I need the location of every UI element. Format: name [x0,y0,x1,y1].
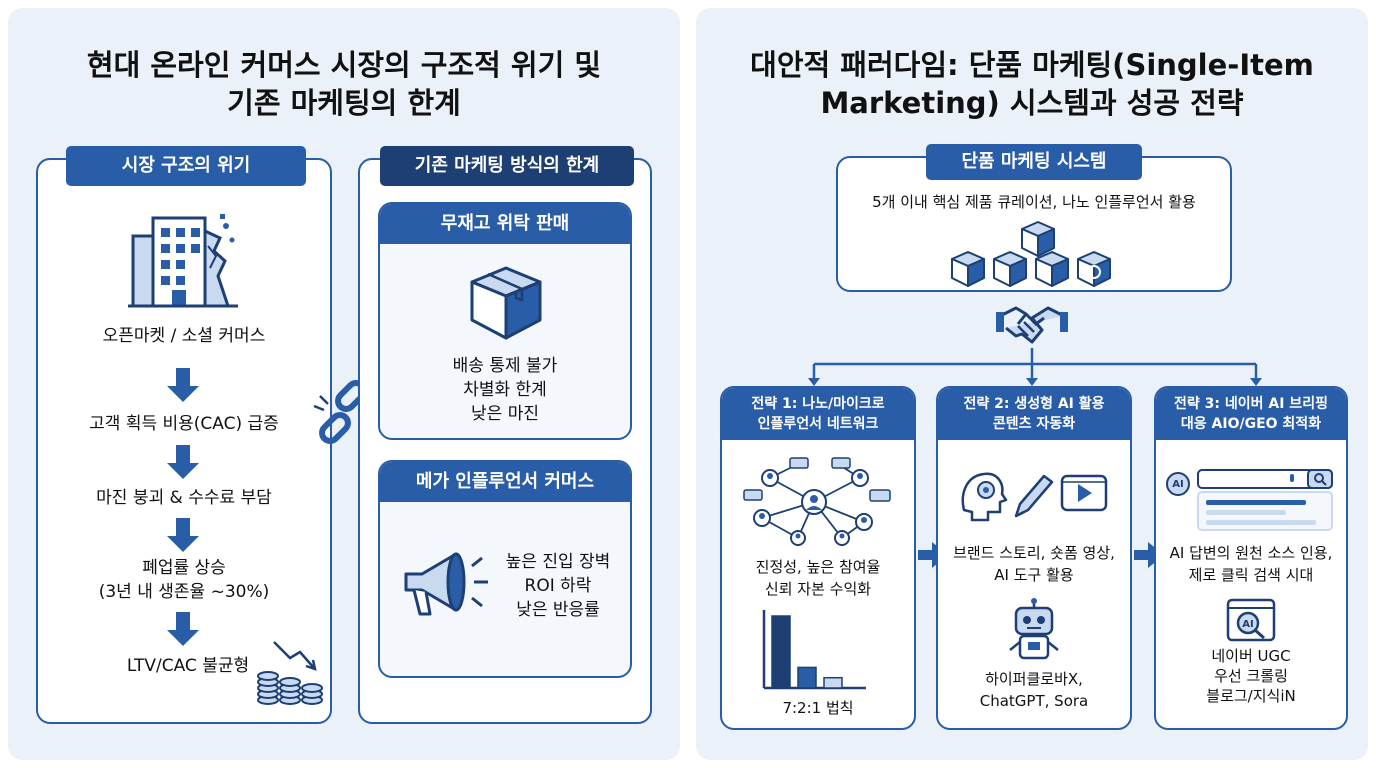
right-title-line-1: 대안적 패러다임: 단품 마케팅(Single-Item [750,48,1314,82]
crisis-step-open-market: 오픈마켓 / 소셜 커머스 [102,326,266,346]
ai-lens-icon: AI [1226,598,1276,642]
right-panel: 대안적 패러다임: 단품 마케팅(Single-Item Marketing) … [696,8,1368,760]
curated-products-icon [951,221,1111,287]
strategy-3-header: 전략 3: 네이버 AI 브리핑 대응 AIO/GEO 최적화 [1156,388,1346,440]
strategy-2-tools-line: 하이퍼클로바X, [985,670,1083,688]
strategy-3-ugc-line: 블로그/지식iN [1206,687,1296,705]
strategy-1-header-line: 전략 1: 나노/마이크로 [751,396,885,412]
handshake-icon [996,306,1068,344]
mega-influencer-line: ROI 하락 [524,576,592,596]
influencer-network-icon [743,457,891,546]
strategy-2-header-line: 전략 2: 생성형 AI 활용 [963,396,1105,412]
marketing-limits-header: 기존 마케팅 방식의 한계 [380,146,634,186]
ai-lens-label: AI [1242,619,1253,630]
strategy-2-text-line: AI 도구 활용 [994,566,1074,584]
system-header: 단품 마케팅 시스템 [926,144,1142,180]
robot-icon [1009,598,1059,660]
left-title: 현대 온라인 커머스 시장의 구조적 위기 및 기존 마케팅의 한계 [8,46,680,122]
strategy-1-box: 전략 1: 나노/마이크로 인플루언서 네트워크 진정성, 높은 참여율 신뢰 … [720,386,916,730]
consignment-box: 무재고 위탁 판매 배송 통제 불가 차별화 한계 낮은 마진 [378,202,632,440]
strategy-1-header: 전략 1: 나노/마이크로 인플루언서 네트워크 [722,388,914,440]
strategy-3-ugc-line: 네이버 UGC [1211,647,1291,665]
strategy-1-text-line: 진정성, 높은 참여율 [755,558,881,576]
consignment-line: 낮은 마진 [471,404,539,424]
strategy-1-text1: 진정성, 높은 참여율 신뢰 자본 수익화 [722,556,914,600]
strategy-3-text-line: AI 답변의 원천 소스 인용, [1169,544,1333,562]
right-title-line-2: Marketing) 시스템과 성공 전략 [820,86,1244,120]
strategy-2-header-line: 콘텐츠 자동화 [992,416,1076,432]
mega-influencer-header: 메가 인플루언서 커머스 [380,462,630,502]
ai-search-result-icon [1197,469,1333,531]
consignment-line: 차별화 한계 [463,380,547,400]
crisis-step-margin: 마진 붕괴 & 수수료 부담 [96,488,272,508]
mega-influencer-line: 낮은 반응률 [516,600,600,620]
right-arrow-icon [1134,542,1164,568]
strategy-2-text-line: 브랜드 스토리, 숏폼 영상, [953,544,1115,562]
crisis-step-ltv: LTV/CAC 불균형 [126,656,250,676]
system-box: 단품 마케팅 시스템 5개 이내 핵심 제품 큐레이션, 나노 인플루언서 활용 [836,144,1232,292]
market-crisis-box: 시장 구조의 위기 오픈마켓 / 소셜 커머스 고객 획득 비용(CAC) 급증… [36,146,332,724]
connector-lines [808,348,1262,386]
right-arrow-icon [918,542,948,568]
strategy-1-rule-label: 7:2:1 법칙 [782,699,854,717]
consignment-header: 무재고 위탁 판매 [380,204,630,244]
strategy-3-text2: 네이버 UGC 우선 크롤링 블로그/지식iN [1156,646,1346,706]
strategy-2-box: 전략 2: 생성형 AI 활용 콘텐츠 자동화 브랜드 스토리, 숏폼 영상, … [936,386,1132,730]
marketing-limits-box: 기존 마케팅 방식의 한계 무재고 위탁 판매 배송 통제 불가 차별화 한계 … [358,146,652,724]
down-arrow-icon [167,518,199,552]
mega-influencer-box: 메가 인플루언서 커머스 높은 진입 장벽 ROI 하락 낮은 반응률 [378,460,632,678]
rule-721-chart [762,610,866,690]
market-crisis-header: 시장 구조의 위기 [66,146,306,186]
strategy-2-text1: 브랜드 스토리, 숏폼 영상, AI 도구 활용 [938,542,1130,586]
rule-721-bar [823,676,843,689]
left-title-line-2: 기존 마케팅의 한계 [227,86,461,120]
strategy-1-text-line: 신뢰 자본 수익화 [764,580,872,598]
strategy-3-header-line: 전략 3: 네이버 AI 브리핑 [1174,396,1328,412]
mega-influencer-text: 높은 진입 장벽 ROI 하락 낮은 반응률 [490,550,626,622]
system-subtitle: 5개 이내 핵심 제품 큐레이션, 나노 인플루언서 활용 [872,193,1196,211]
down-arrow-icon [167,445,199,479]
strategy-1-header-line: 인플루언서 네트워크 [757,416,879,432]
strategy-3-box: 전략 3: 네이버 AI 브리핑 대응 AIO/GEO 최적화 AI AI 답변… [1154,386,1348,730]
crisis-step-survival: (3년 내 생존율 ~30%) [98,582,270,602]
strategy-2-tools-line: ChatGPT, Sora [979,692,1089,710]
consignment-text: 배송 통제 불가 차별화 한계 낮은 마진 [380,354,630,426]
strategy-3-text-line: 제로 클릭 검색 시대 [1188,566,1314,584]
strategy-3-text1: AI 답변의 원천 소스 인용, 제로 클릭 검색 시대 [1156,542,1346,586]
strategy-3-ugc-line: 우선 크롤링 [1214,667,1288,685]
right-title: 대안적 패러다임: 단품 마케팅(Single-Item Marketing) … [696,46,1368,122]
down-arrow-icon [167,368,199,402]
rule-721-bar [797,666,817,689]
declining-coins-icon [257,641,323,705]
down-arrow-icon [167,612,199,646]
left-panel: 현대 온라인 커머스 시장의 구조적 위기 및 기존 마케팅의 한계 시장 구조… [8,8,680,760]
consignment-line: 배송 통제 불가 [452,356,558,376]
rule-721-bar [771,615,791,689]
box-icon [470,266,542,340]
strategy-2-header: 전략 2: 생성형 AI 활용 콘텐츠 자동화 [938,388,1130,440]
left-title-line-1: 현대 온라인 커머스 시장의 구조적 위기 및 [86,48,602,82]
mega-influencer-line: 높은 진입 장벽 [505,552,611,572]
strategy-3-header-line: 대응 AIO/GEO 최적화 [1180,416,1322,432]
crisis-step-cac: 고객 획득 비용(CAC) 급증 [89,414,279,434]
crisis-step-closure: 폐업률 상승 [142,558,226,578]
collapsing-building-icon [128,214,238,308]
megaphone-icon [404,552,488,616]
strategy-2-text2: 하이퍼클로바X, ChatGPT, Sora [938,668,1130,712]
ai-content-tools-icon [961,472,1108,522]
ai-badge-icon: AI [1166,472,1190,496]
